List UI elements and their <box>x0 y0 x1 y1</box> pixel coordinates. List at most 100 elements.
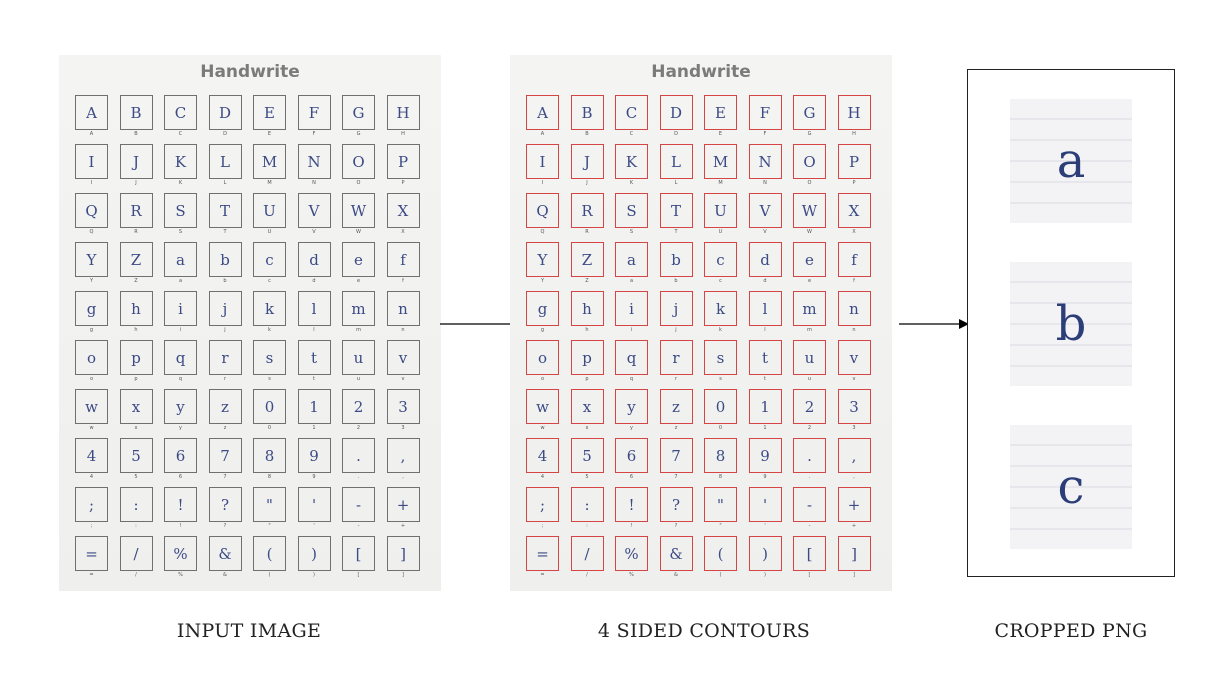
character-box: 9 <box>748 438 782 473</box>
character-cell: )) <box>295 534 340 583</box>
character-box: 1 <box>297 389 331 424</box>
character-hint: W <box>807 229 812 235</box>
character-hint: , <box>402 474 404 480</box>
character-box: j <box>208 291 242 326</box>
character-box: v <box>386 340 420 375</box>
character-box: 5 <box>570 438 604 473</box>
character-cell: (( <box>701 534 746 583</box>
character-hint: g <box>540 327 545 333</box>
character-hint: : <box>586 523 588 529</box>
character-hint: 1 <box>312 425 316 431</box>
character-cell: "" <box>701 485 746 534</box>
character-hint: ) <box>764 572 766 578</box>
character-box: 2 <box>342 389 375 424</box>
character-hint: . <box>808 474 811 480</box>
character-box: B <box>570 95 604 130</box>
character-box: f <box>837 242 871 277</box>
character-cell: :: <box>117 485 162 534</box>
character-hint: ' <box>313 523 315 529</box>
character-box: ! <box>164 487 197 522</box>
character-cell: ,, <box>835 436 880 485</box>
character-hint: B <box>585 131 589 137</box>
character-hint: 7 <box>674 474 678 480</box>
character-box: E <box>704 95 737 130</box>
character-box: P <box>386 144 420 179</box>
character-hint: A <box>540 131 545 137</box>
character-box: / <box>119 536 153 571</box>
character-hint: T <box>223 229 227 235</box>
character-hint: F <box>312 131 316 137</box>
character-hint: 5 <box>134 474 138 480</box>
character-box: F <box>297 95 331 130</box>
character-box: ; <box>75 487 108 522</box>
character-hint: 6 <box>178 474 183 480</box>
character-box: - <box>793 487 826 522</box>
character-box: U <box>704 193 737 228</box>
character-box: g <box>75 291 108 326</box>
character-box: 2 <box>793 389 826 424</box>
character-hint: J <box>135 180 137 186</box>
character-box: ; <box>526 487 559 522</box>
character-box: l <box>297 291 331 326</box>
character-box: R <box>119 193 153 228</box>
character-box: 8 <box>704 438 737 473</box>
cropped-glyph: b <box>1010 262 1132 386</box>
character-box: ' <box>748 487 782 522</box>
character-box: N <box>748 144 782 179</box>
character-box: g <box>526 291 559 326</box>
character-hint: J <box>586 180 588 186</box>
character-hint: S <box>629 229 634 235</box>
character-box: V <box>748 193 782 228</box>
character-hint: a <box>178 278 183 284</box>
character-hint: D <box>674 131 678 137</box>
character-hint: s <box>268 376 271 382</box>
character-box: L <box>659 144 693 179</box>
character-box: z <box>659 389 693 424</box>
character-box: % <box>164 536 197 571</box>
character-hint: X <box>852 229 856 235</box>
character-hint: / <box>586 572 588 578</box>
character-hint: % <box>629 572 634 578</box>
character-hint: [ <box>357 572 360 578</box>
character-hint: 0 <box>718 425 723 431</box>
character-box: L <box>208 144 242 179</box>
character-box: K <box>164 144 197 179</box>
character-box: p <box>570 340 604 375</box>
character-hint: g <box>89 327 94 333</box>
character-box: b <box>208 242 242 277</box>
character-box: ( <box>253 536 286 571</box>
character-hint: : <box>135 523 137 529</box>
character-hint: - <box>808 523 811 529</box>
character-hint: v <box>852 376 856 382</box>
character-hint: R <box>134 229 138 235</box>
character-hint: T <box>674 229 678 235</box>
